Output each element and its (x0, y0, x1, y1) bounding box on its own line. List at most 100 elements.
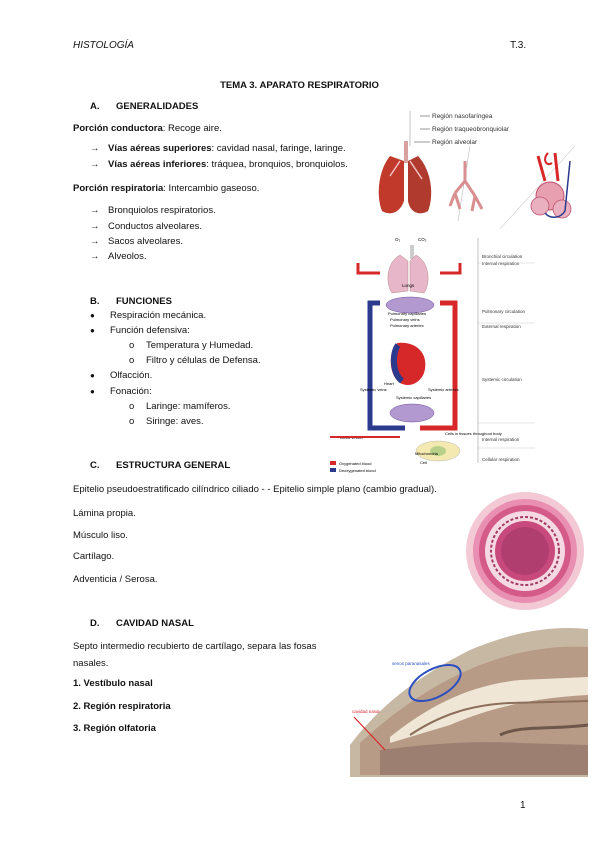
structure-line: Músculo liso. (73, 530, 128, 541)
sub-bullet-text: Siringe: aves. (146, 416, 204, 427)
circulation-diagram: Bronchial circulation Internal respirati… (320, 233, 535, 475)
mitochondria-label: Mitochondria (415, 451, 439, 456)
cellular-respiration-label: Cellular respiration (482, 457, 520, 462)
cavidad-nasal-label: cavidad nasal (352, 709, 380, 714)
bullet-icon: ● (90, 311, 95, 320)
pulmonary-capillaries-label: Pulmonary capillaries (388, 311, 426, 316)
section-d-heading: D. CAVIDAD NASAL (90, 618, 194, 629)
sub-bullet-text: Laringe: mamíferos. (146, 401, 231, 412)
arrow-icon: → (90, 205, 100, 216)
structure-line: Adventicia / Serosa. (73, 574, 158, 585)
senos-paranasales-label: senos paranasales (392, 661, 431, 666)
list-item: → Alveolos. (90, 251, 147, 262)
bullet-icon: ● (90, 371, 95, 380)
circle-bullet-icon: o (129, 355, 135, 366)
external-respiration-label: External respiration (482, 324, 521, 329)
structure-line: Epitelio pseudoestratificado cilíndrico … (73, 484, 437, 495)
systemic-circulation-label: Systemic circulation (482, 377, 522, 382)
list-item: → Conductos alveolares. (90, 221, 202, 232)
structure-line: Lámina propia. (73, 508, 136, 519)
structure-line: Cartílago. (73, 551, 115, 562)
section-c-letter: C. (90, 460, 100, 471)
item-label: Vías aéreas superiores (108, 143, 212, 154)
conductora-text: : Recoge aire. (162, 123, 222, 134)
item-text: Bronquiolos respiratorios. (108, 205, 216, 216)
section-d-letter: D. (90, 618, 100, 629)
conductora-line: Porción conductora: Recoge aire. (73, 123, 222, 134)
internal-respiration-label: Internal respiration (482, 261, 520, 266)
list-item: → Vías aéreas inferiores: tráquea, bronqu… (90, 159, 348, 170)
bullet-item: ● Olfacción. (90, 370, 152, 381)
respiratory-regions-illustration: Región nasofaríngea Región traqueobronqu… (370, 101, 590, 231)
nasal-item: 2. Región respiratoria (73, 701, 171, 712)
item-text: Conductos alveolares. (108, 221, 202, 232)
section-a-heading: A. GENERALIDADES (90, 101, 198, 112)
figure-label: Región traqueobronquiolar (432, 126, 510, 133)
cell-label: Cell (420, 460, 427, 465)
figure-label: Región nasofaríngea (432, 113, 493, 120)
cells-label: Cells in tissues throughout body (445, 431, 502, 436)
bullet-text: Fonación: (110, 386, 152, 397)
conductora-label: Porción conductora (73, 123, 163, 134)
bullet-text: Función defensiva: (110, 325, 190, 336)
item-text: : tráquea, bronquios, bronquiolos. (206, 159, 348, 170)
pulmonary-arteries-label: Pulmonary arteries (390, 323, 424, 328)
list-item: → Bronquiolos respiratorios. (90, 205, 216, 216)
page-title: TEMA 3. APARATO RESPIRATORIO (220, 80, 379, 91)
airway-ring-illustration (466, 492, 584, 610)
arrow-icon: → (90, 143, 100, 154)
systemic-arteries-label: Systemic arteries (428, 387, 459, 392)
section-a-letter: A. (90, 101, 100, 112)
nasal-cavity-illustration: senos paranasales cavidad nasal (350, 625, 589, 777)
pulmonary-circulation-label: Pulmonary circulation (482, 309, 526, 314)
heart-label: Heart (384, 381, 395, 386)
item-label: Vías aéreas inferiores (108, 159, 207, 170)
sub-bullet-item: o Filtro y células de Defensa. (129, 355, 261, 366)
respiratory-regions-figure: Región nasofaríngea Región traqueobronqu… (370, 101, 590, 231)
figure-label: Región alveolar (432, 139, 478, 146)
systemic-capillaries-label: Systemic capillaries (396, 395, 431, 400)
list-item: → Sacos alveolares. (90, 236, 183, 247)
sub-bullet-item: o Siringe: aves. (129, 416, 204, 427)
section-c-heading: C. ESTRUCTURA GENERAL (90, 460, 230, 471)
pulmonary-veins-label: Pulmonary veins (390, 317, 420, 322)
arrow-icon: → (90, 236, 100, 247)
nasal-cavity-figure: senos paranasales cavidad nasal (350, 625, 589, 777)
circle-bullet-icon: o (129, 340, 135, 351)
section-c-title: ESTRUCTURA GENERAL (116, 460, 231, 471)
section-b-title: FUNCIONES (116, 296, 172, 307)
bullet-text: Respiración mecánica. (110, 310, 207, 321)
item-text: Sacos alveolares. (108, 236, 183, 247)
sub-bullet-text: Temperatura y Humedad. (146, 340, 254, 351)
section-a-title: GENERALIDADES (116, 101, 199, 112)
circle-bullet-icon: o (129, 401, 135, 412)
co2-label: CO₂ (418, 237, 427, 242)
respiratoria-line: Porción respiratoria: Intercambio gaseos… (73, 183, 259, 194)
bullet-icon: ● (90, 326, 95, 335)
arrow-icon: → (90, 251, 100, 262)
bullet-text: Olfacción. (110, 370, 153, 381)
sub-bullet-text: Filtro y células de Defensa. (146, 355, 261, 366)
circle-bullet-icon: o (129, 416, 135, 427)
section-d-title: CAVIDAD NASAL (116, 618, 194, 629)
arrow-icon: → (90, 159, 100, 170)
bullet-item: ● Respiración mecánica. (90, 310, 206, 321)
list-item: → Vías aéreas superiores: cavidad nasal, … (90, 143, 346, 154)
legend-oxygenated: Oxygenated blood (339, 461, 371, 466)
sub-bullet-item: o Temperatura y Humedad. (129, 340, 253, 351)
bullet-item: ● Función defensiva: (90, 325, 190, 336)
systemic-veins-label: Systemic veins (360, 387, 387, 392)
sub-bullet-item: o Laringe: mamíferos. (129, 401, 230, 412)
circulation-illustration: Bronchial circulation Internal respirati… (320, 233, 535, 475)
bronchial-circulation-label: Bronchial circulation (482, 254, 523, 259)
bullet-item: ● Fonación: (90, 386, 152, 397)
respiratoria-text: : Intercambio gaseoso. (163, 183, 260, 194)
section-b-heading: B.FUNCIONES (90, 296, 172, 307)
item-text: : cavidad nasal, faringe, laringe. (211, 143, 346, 154)
arrow-icon: → (90, 221, 100, 232)
lungs-label: Lungs (402, 283, 415, 288)
item-text: Alveolos. (108, 251, 147, 262)
nasal-description: Septo intermedio recubierto de cartílago… (73, 641, 317, 669)
o2-label: O₂ (395, 237, 401, 242)
bullet-icon: ● (90, 387, 95, 396)
